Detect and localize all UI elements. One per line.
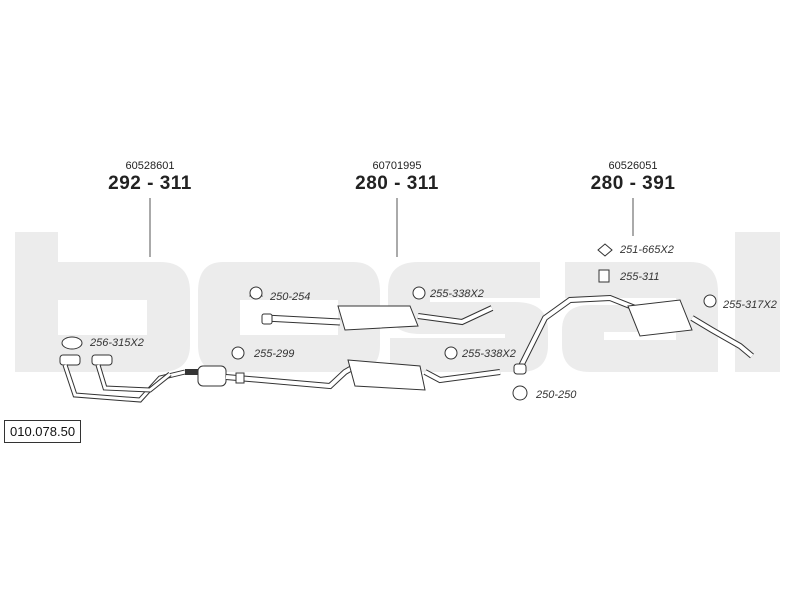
leader-lines bbox=[149, 198, 634, 257]
part-range: 280 - 311 bbox=[355, 173, 439, 194]
rubber-mount-icon bbox=[444, 346, 458, 360]
part-label: 250-250 bbox=[536, 389, 577, 401]
assembly-ref-1: 60528601 292 - 311 bbox=[90, 160, 210, 195]
oe-number: 60526051 bbox=[608, 160, 658, 172]
oe-number: 60701995 bbox=[372, 160, 422, 172]
gasket-icon bbox=[597, 243, 613, 257]
rubber-mount-icon bbox=[703, 294, 717, 308]
rubber-mount-icon bbox=[412, 286, 426, 300]
exhaust-parts bbox=[59, 294, 754, 403]
part-label: 255-299 bbox=[254, 348, 295, 360]
assembly-ref-3: 60526051 280 - 391 bbox=[573, 160, 693, 195]
part-label: 255-338X2 bbox=[430, 288, 484, 300]
middle-muffler-upper bbox=[261, 305, 494, 331]
middle-muffler-lower bbox=[347, 359, 501, 391]
clamp-icon bbox=[249, 286, 263, 300]
assembly-ref-2: 60701995 280 - 311 bbox=[337, 160, 457, 195]
part-label: 255-338X2 bbox=[462, 348, 516, 360]
part-label: 255-311 bbox=[620, 271, 660, 283]
rear-muffler bbox=[513, 294, 754, 375]
model-number: 010.078.50 bbox=[4, 420, 82, 443]
rubber-mount-icon bbox=[231, 346, 245, 360]
bracket-icon bbox=[598, 269, 610, 283]
part-icons bbox=[61, 243, 717, 401]
part-label: 256-315X2 bbox=[90, 337, 144, 349]
front-muffler bbox=[185, 365, 354, 390]
part-label: 251-665X2 bbox=[620, 244, 674, 256]
clamp-icon bbox=[512, 385, 528, 401]
oe-number: 60528601 bbox=[125, 160, 175, 172]
front-downpipe bbox=[59, 354, 186, 403]
gasket-icon bbox=[61, 336, 83, 350]
part-label: 250-254 bbox=[270, 291, 311, 303]
part-label: 255-317X2 bbox=[723, 299, 777, 311]
part-range: 280 - 391 bbox=[590, 173, 676, 194]
part-range: 292 - 311 bbox=[108, 173, 192, 194]
